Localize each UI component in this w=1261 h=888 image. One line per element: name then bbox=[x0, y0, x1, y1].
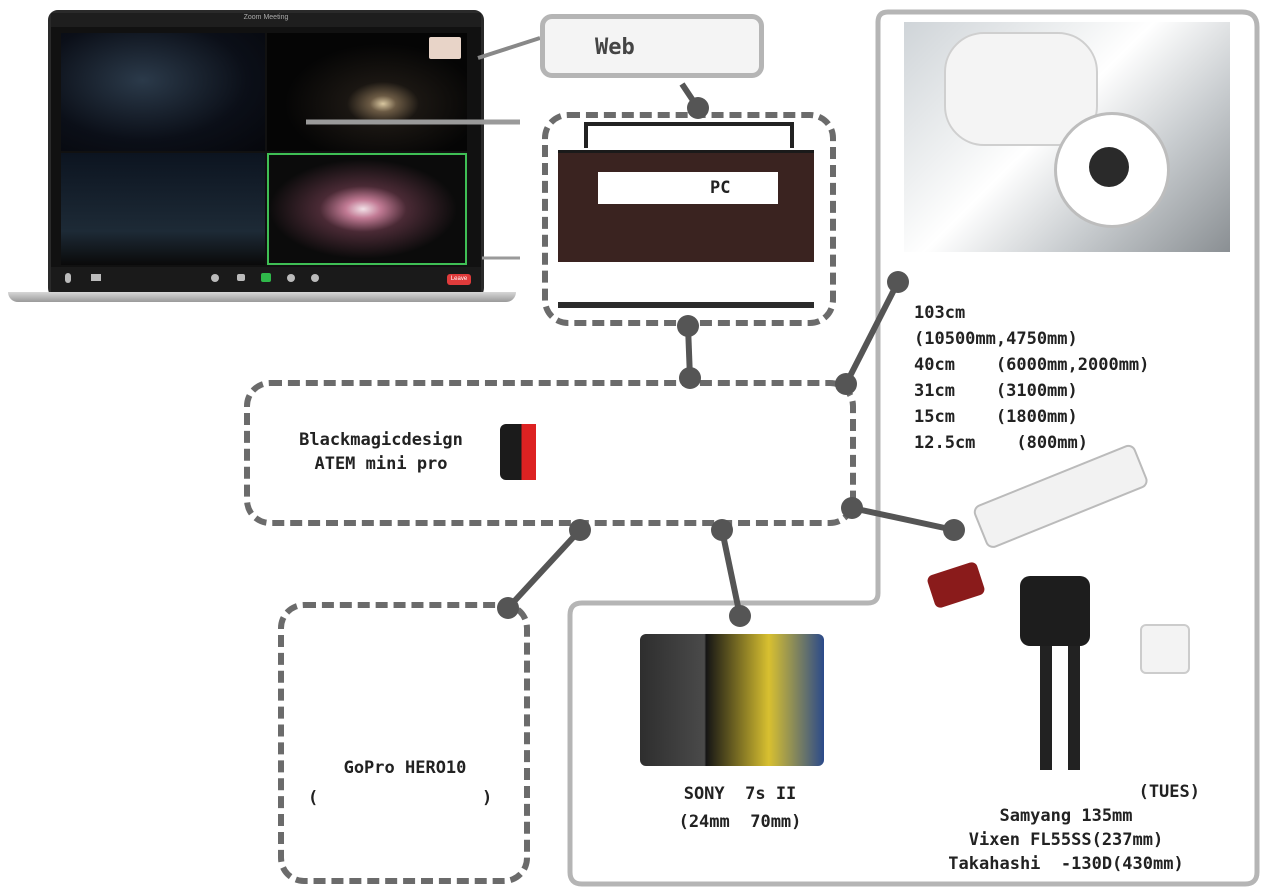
telescope-spec-1: (10500mm,4750mm) bbox=[914, 329, 1078, 349]
connector-dot-sony bbox=[729, 605, 751, 627]
laptop-base bbox=[8, 292, 516, 302]
pc-monitors bbox=[558, 150, 814, 265]
laptop: Zoom Meeting Leave bbox=[8, 6, 516, 306]
video-tile-landscape bbox=[61, 153, 265, 265]
connector-dot-switcher-top bbox=[679, 367, 701, 389]
sony-label: SONY 7s II (24mm 70mm) bbox=[640, 784, 840, 832]
portable-mount-image bbox=[926, 442, 1192, 772]
sony-lens: (24mm 70mm) bbox=[678, 812, 802, 832]
chat-icon[interactable] bbox=[237, 274, 245, 281]
mount-samyang: Samyang 135mm bbox=[999, 806, 1133, 826]
pc-label: PC bbox=[710, 178, 731, 198]
switcher-device-image bbox=[500, 424, 536, 480]
share-screen-icon[interactable] bbox=[261, 273, 271, 282]
connector-dot-web bbox=[687, 97, 709, 119]
tripod bbox=[1040, 646, 1080, 770]
telescope-spec-5: 12.5cm (800mm) bbox=[914, 433, 1088, 453]
leave-button[interactable]: Leave bbox=[447, 274, 471, 285]
connector-switcher-sony bbox=[719, 529, 743, 617]
sony-camera-image bbox=[640, 634, 824, 766]
switcher-label: Blackmagicdesign ATEM mini pro bbox=[266, 430, 496, 474]
gopro-label: GoPro HERO10 ( ) bbox=[300, 758, 510, 808]
telescope-spec-4: 15cm (1800mm) bbox=[914, 407, 1078, 427]
record-icon[interactable] bbox=[287, 274, 295, 282]
connector-dot-switcher-bottom-mid bbox=[711, 519, 733, 541]
video-tile-milkyway bbox=[61, 33, 265, 151]
connector-dot-switcher-right-bottom bbox=[841, 497, 863, 519]
mount-vixen: Vixen FL55SS(237mm) bbox=[968, 830, 1164, 850]
telescope-spec-0: 103cm bbox=[914, 303, 966, 323]
connector-switcher-telescope bbox=[843, 280, 901, 386]
pc-legs bbox=[558, 262, 814, 308]
connector-dot-switcher-bottom-left bbox=[569, 519, 591, 541]
connector-dot-mount bbox=[943, 519, 965, 541]
laptop-screen: Zoom Meeting Leave bbox=[48, 10, 484, 298]
switcher-brand: Blackmagicdesign bbox=[299, 430, 463, 450]
telescope-photo bbox=[904, 22, 1230, 252]
sony-model: SONY 7s II bbox=[683, 784, 797, 804]
pc-label-box: PC bbox=[598, 172, 778, 204]
web-box: Web bbox=[540, 14, 764, 78]
connector-switcher-mount bbox=[851, 505, 955, 533]
telescope-specs: 103cm (10500mm,4750mm) 40cm (6000mm,2000… bbox=[914, 302, 1149, 455]
telescope-drive bbox=[1089, 147, 1129, 187]
participants-icon[interactable] bbox=[211, 274, 219, 282]
gopro-model: GoPro HERO10 bbox=[343, 758, 467, 778]
web-label: Web bbox=[595, 35, 635, 60]
mount-label: (TUES) Samyang 135mm Vixen FL55SS(237mm)… bbox=[906, 782, 1226, 874]
pc-stand bbox=[584, 122, 794, 148]
mount-tues: (TUES) bbox=[1138, 782, 1200, 802]
mount-head bbox=[1020, 576, 1090, 646]
connector-dot-switcher-right-top bbox=[835, 373, 857, 395]
telescope-spec-2: 40cm (6000mm,2000mm) bbox=[914, 355, 1150, 375]
connector-switcher-gopro bbox=[505, 527, 583, 611]
switcher-model: ATEM mini pro bbox=[314, 454, 448, 474]
gopro-box bbox=[278, 602, 530, 884]
mount-takahashi: Takahashi -130D(430mm) bbox=[948, 854, 1184, 874]
window-title: Zoom Meeting bbox=[243, 14, 289, 21]
video-icon[interactable] bbox=[91, 274, 101, 281]
gopro-note: ( ) bbox=[308, 788, 493, 808]
zoom-titlebar: Zoom Meeting bbox=[51, 13, 481, 27]
reactions-icon[interactable] bbox=[311, 274, 319, 282]
connector-dot-telescope bbox=[887, 271, 909, 293]
connector-dot-pc-bottom bbox=[677, 315, 699, 337]
telescope-spec-3: 31cm (3100mm) bbox=[914, 381, 1078, 401]
video-tile-orion bbox=[267, 153, 467, 265]
participant-avatar bbox=[429, 37, 461, 59]
zoom-toolbar: Leave bbox=[51, 267, 481, 295]
switcher-box bbox=[244, 380, 856, 526]
counterweight bbox=[1140, 624, 1190, 674]
mute-icon[interactable] bbox=[65, 273, 71, 283]
connector-dot-gopro bbox=[497, 597, 519, 619]
